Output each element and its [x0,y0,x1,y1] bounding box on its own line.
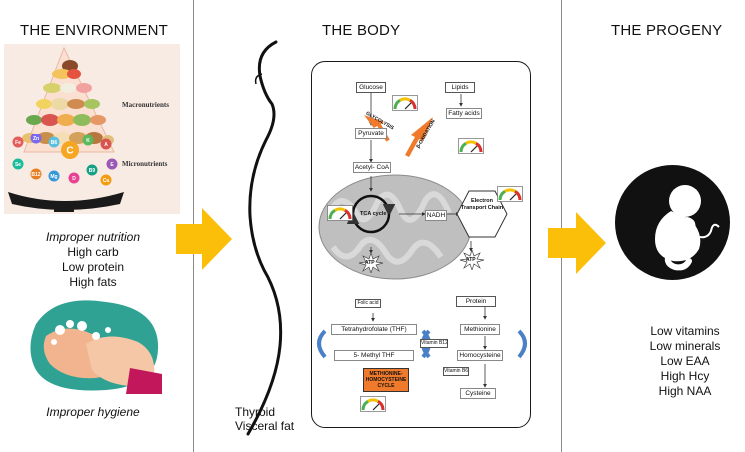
micronutrient-circle [12,136,24,148]
thf-node: Tetrahydrofolate (THF) [331,324,417,335]
atp-label: ATP [365,260,375,266]
micronutrient-circle [48,170,60,182]
pregnant-silhouette [246,40,283,436]
nutrition-item: High fats [69,275,117,289]
micronutrient-circle [100,138,112,150]
fatty-acids-node: Fatty acids [446,108,482,119]
right-divider [561,0,562,452]
outcome-item: High NAA [658,384,712,398]
micronutrient-circle [82,134,94,146]
atp-burst-icon [459,250,485,270]
outcome-item: High Hcy [660,369,710,383]
macronutrients-label: Macronutrients [122,101,169,109]
body-side-item: Thyroid [235,405,276,419]
environment-title: THE ENVIRONMENT [20,22,169,39]
micronutrient-letter: E [110,162,114,168]
micronutrient-circle [30,168,42,180]
gauge-icon [458,138,484,154]
nadh-node: NADH [425,210,447,221]
progeny-title: THE PROGENY [611,22,723,39]
cell-metabolism-panel [311,61,531,428]
etc-hexagon [456,190,508,238]
gauge-icon [327,205,353,221]
gauge-icon [497,186,523,202]
micronutrient-letter: C [66,146,73,157]
micronutrient-letter: Zn [33,136,39,142]
micronutrient-circle [100,174,112,186]
gauge-icon [392,95,418,111]
atp-burst-icon [358,253,384,273]
micronutrient-circle [30,134,42,144]
gauge-icon [360,396,386,412]
nutrition-item: Low protein [61,260,125,274]
micronutrients-label: Micronutrients [122,160,168,168]
fetus-icon [615,165,730,280]
acetyl-coa-node: Acetyl- CoA [353,162,391,173]
micronutrient-letter: Fe [15,140,21,146]
nutrition-item: High carb [67,245,119,259]
micronutrient-letter: Ca [103,178,110,184]
etc-label: Electron Transport Chain [460,198,504,211]
methionine-node: Methionine [460,324,500,335]
micronutrient-circle [12,158,24,170]
outcome-item: Low vitamins [650,324,720,338]
handwashing-illustration [26,294,162,394]
outcome-item: Low EAA [660,354,710,368]
arrow-right-icon [548,212,606,274]
atp-label: ATP [466,257,476,263]
outcome-item: Low minerals [649,339,721,353]
micronutrient-circle [68,172,80,184]
micronutrient-letter: K [86,138,90,144]
lipids-node: Lipids [445,82,475,93]
body-side-item: Visceral fat [235,419,295,433]
micronutrient-letter: B6 [51,140,58,146]
methionine-homocysteine-cycle-label: METHIONINE-HOMOCYSTEINE CYCLE [363,368,409,392]
micronutrient-letter: Se [15,162,21,168]
micronutrient-circle [106,158,118,170]
hygiene-caption: Improper hygiene [46,405,140,419]
cysteine-node: Cysteine [460,388,496,399]
tca-cycle-label: TCA cycle [360,211,387,217]
micronutrient-circle [61,141,79,159]
micronutrient-letter: Mg [50,174,57,180]
methyl-thf-node: 5- Methyl THF [334,350,414,361]
protein-node: Protein [456,296,496,307]
progeny-outcomes-list: Low vitamins Low minerals Low EAA High H… [630,324,740,399]
arrow-right-icon [176,208,232,270]
homocysteine-node: Homocysteine [457,350,503,361]
micronutrient-letter: A [104,142,108,148]
folic-acid-node: Folic acid [355,299,381,308]
nutrition-heading: Improper nutrition [45,230,141,244]
body-title: THE BODY [322,22,401,39]
vitamin-b6-node: Vitamin B6 [443,367,469,376]
glucose-node: Glucose [356,82,386,93]
pyruvate-node: Pyruvate [355,128,387,139]
micronutrient-letter: B12 [31,172,40,178]
micronutrient-letter: B9 [89,168,96,174]
vitamin-b12-node: Vitamin B12 [420,339,448,348]
micronutrient-circle [48,136,60,148]
micronutrient-circle [86,164,98,176]
micronutrient-letter: D [72,176,76,182]
